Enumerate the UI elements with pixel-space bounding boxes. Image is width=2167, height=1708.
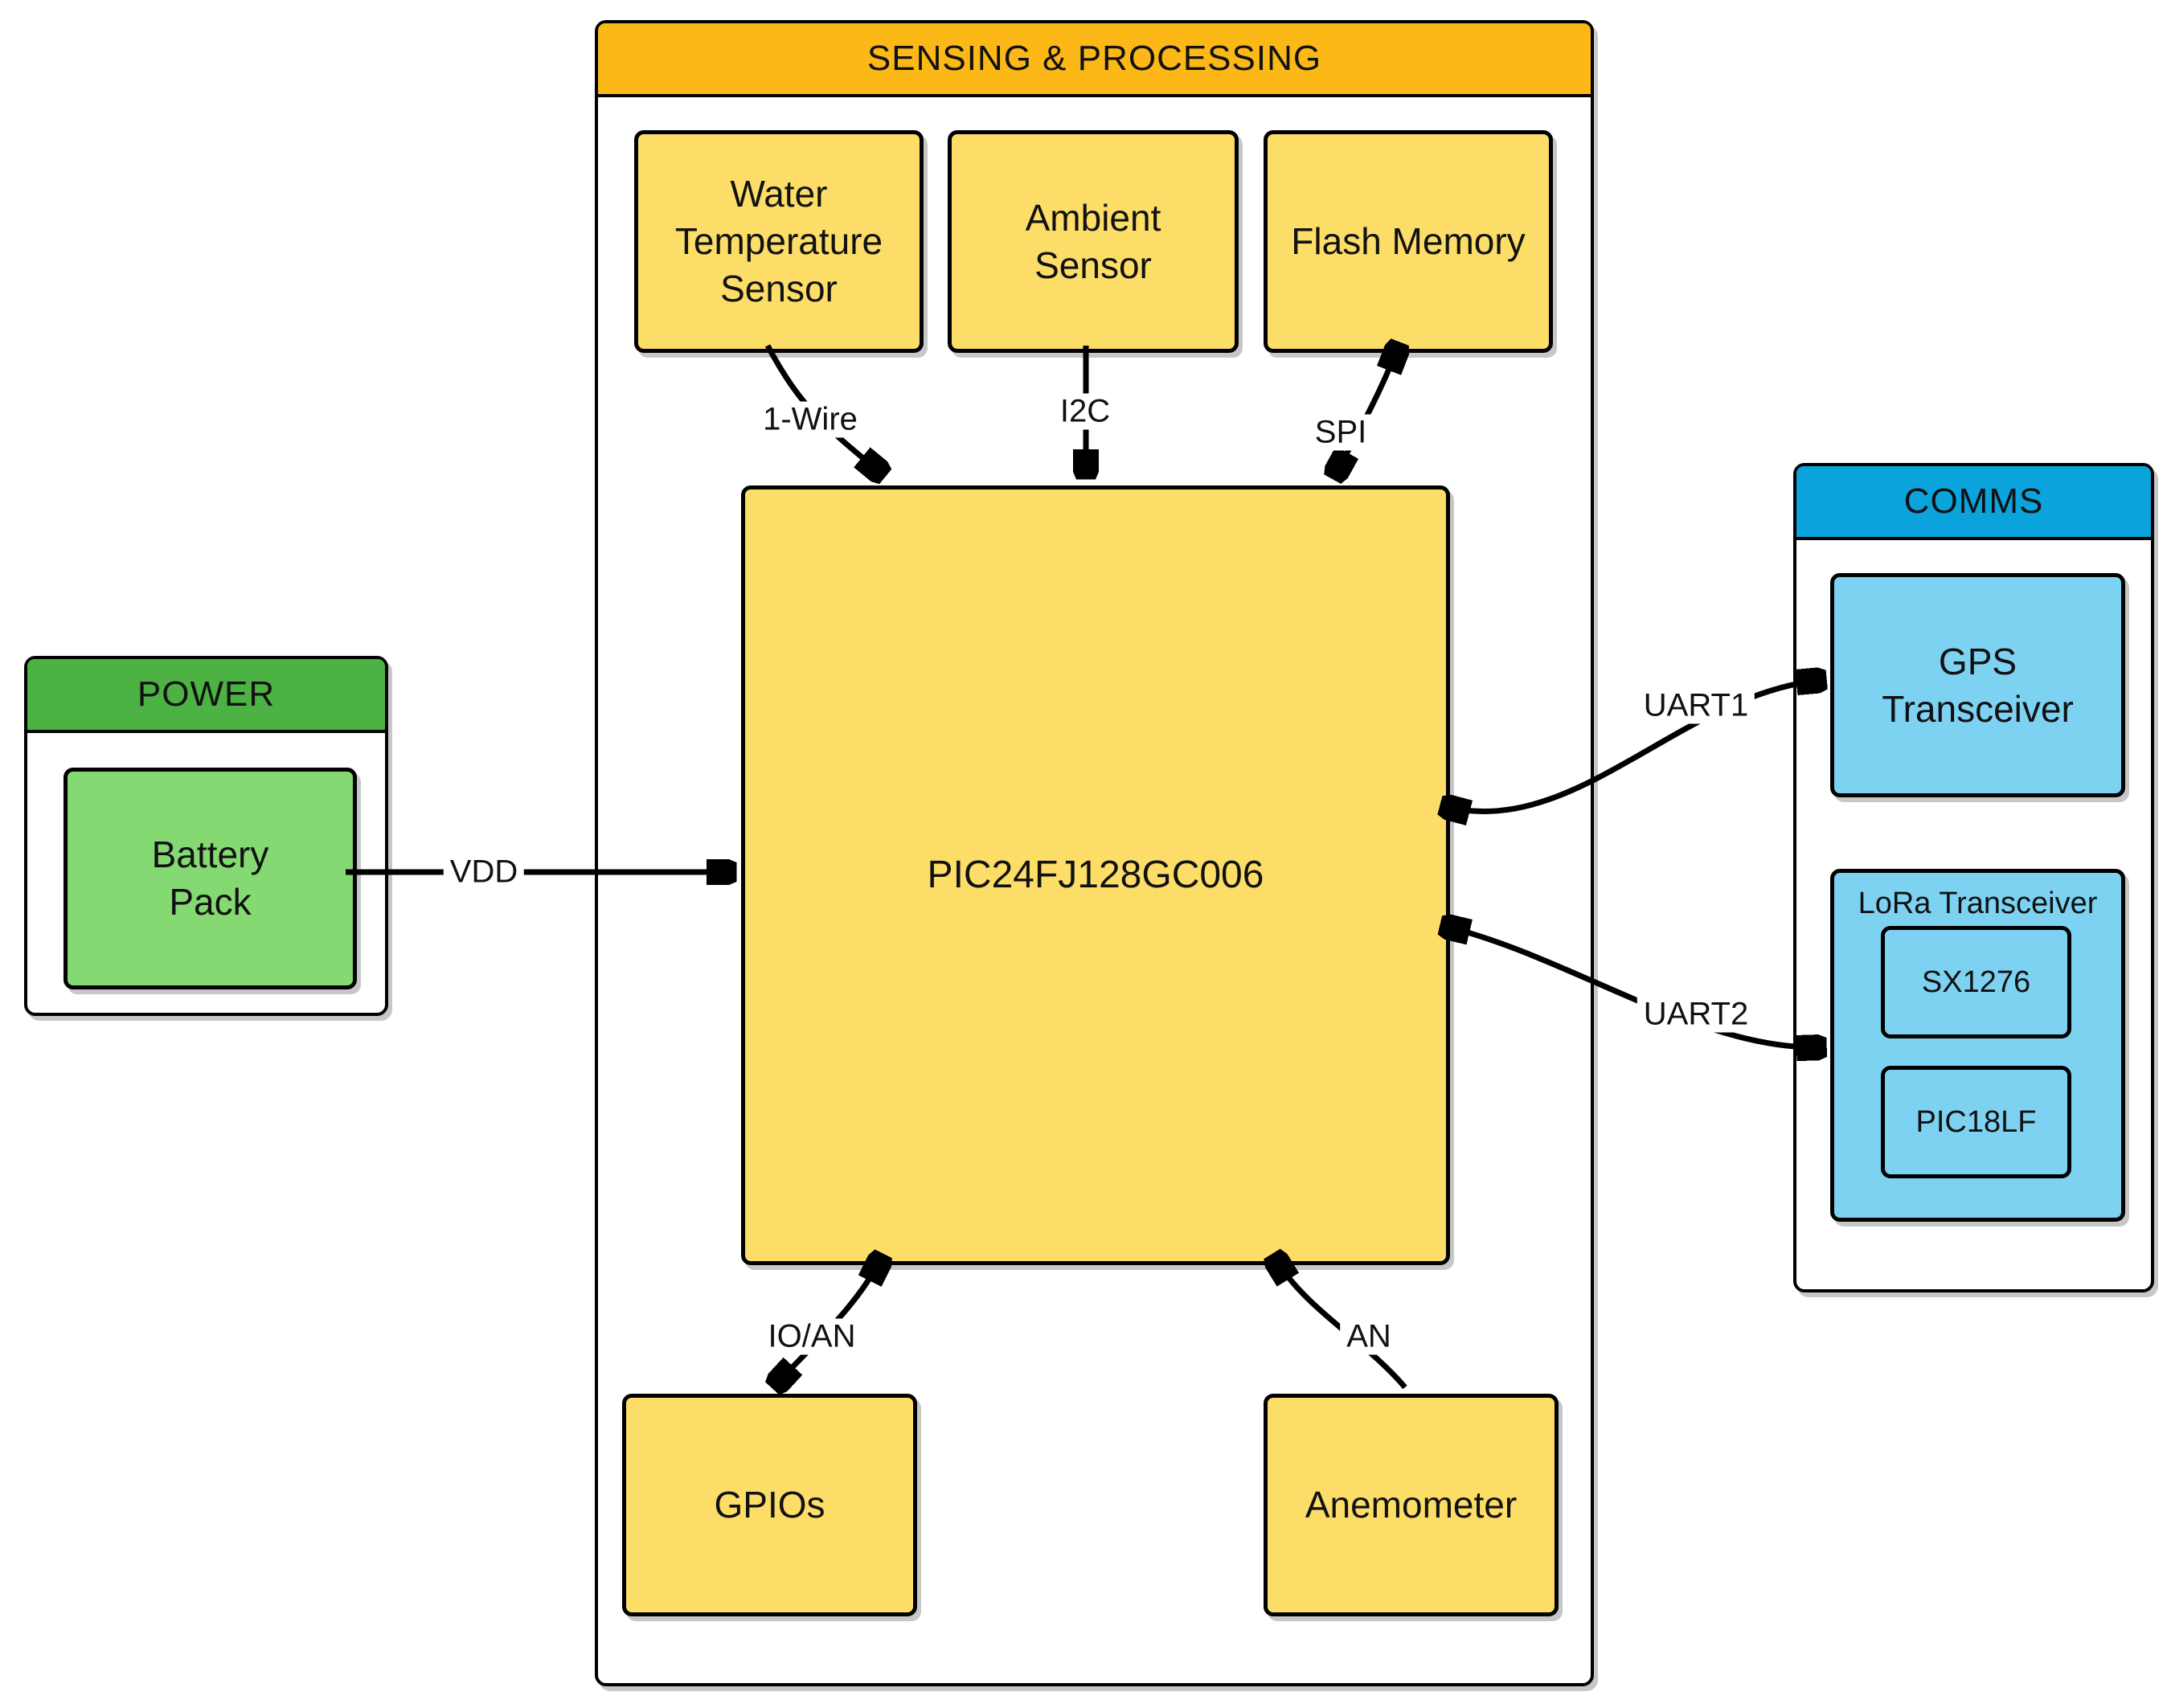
mcu-label: PIC24FJ128GC006 <box>927 854 1264 897</box>
sensing-processing-header: SENSING & PROCESSING <box>598 23 1591 97</box>
sensing-processing-group: SENSING & PROCESSING Water Temperature S… <box>595 20 1594 1686</box>
mcu-box: PIC24FJ128GC006 <box>741 485 1450 1265</box>
an-connector-label: AN <box>1340 1318 1398 1355</box>
sx1276-box: SX1276 <box>1881 926 2071 1038</box>
uart2-connector-label: UART2 <box>1637 996 1755 1033</box>
comms-group-header: COMMS <box>1796 466 2151 540</box>
water-temperature-sensor-label: Water Temperature Sensor <box>674 173 883 309</box>
comms-group: COMMS GPS Transceiver LoRa Transceiver S… <box>1793 463 2154 1292</box>
flash-memory-box: Flash Memory <box>1264 130 1553 353</box>
battery-pack-label: Battery Pack <box>151 834 269 923</box>
flash-memory-label: Flash Memory <box>1291 220 1526 263</box>
ambient-sensor-box: Ambient Sensor <box>948 130 1239 353</box>
anemometer-label: Anemometer <box>1305 1484 1518 1526</box>
anemometer-box: Anemometer <box>1264 1394 1559 1616</box>
battery-pack-box: Battery Pack <box>63 768 357 989</box>
lora-transceiver-label: LoRa Transceiver <box>1858 887 2098 920</box>
pic18lf-box: PIC18LF <box>1881 1066 2071 1178</box>
gps-transceiver-box: GPS Transceiver <box>1830 573 2125 797</box>
lora-transceiver-box: LoRa Transceiver SX1276 PIC18LF <box>1830 869 2125 1222</box>
power-group: POWER Battery Pack <box>24 656 388 1016</box>
ioan-connector-label: IO/AN <box>761 1318 862 1355</box>
1wire-connector-label: 1-Wire <box>756 401 864 438</box>
pic18lf-label: PIC18LF <box>1915 1104 2037 1139</box>
ambient-sensor-label: Ambient Sensor <box>1025 196 1161 286</box>
i2c-connector-label: I2C <box>1053 393 1117 430</box>
uart1-connector-label: UART1 <box>1637 687 1755 724</box>
water-temperature-sensor-box: Water Temperature Sensor <box>634 130 924 353</box>
gps-transceiver-label: GPS Transceiver <box>1882 640 2074 730</box>
power-group-header: POWER <box>27 659 385 733</box>
vdd-connector-label: VDD <box>443 854 525 891</box>
gpios-box: GPIOs <box>622 1394 917 1616</box>
gpios-label: GPIOs <box>714 1484 825 1526</box>
sx1276-label: SX1276 <box>1921 965 2031 999</box>
spi-connector-label: SPI <box>1308 414 1374 451</box>
